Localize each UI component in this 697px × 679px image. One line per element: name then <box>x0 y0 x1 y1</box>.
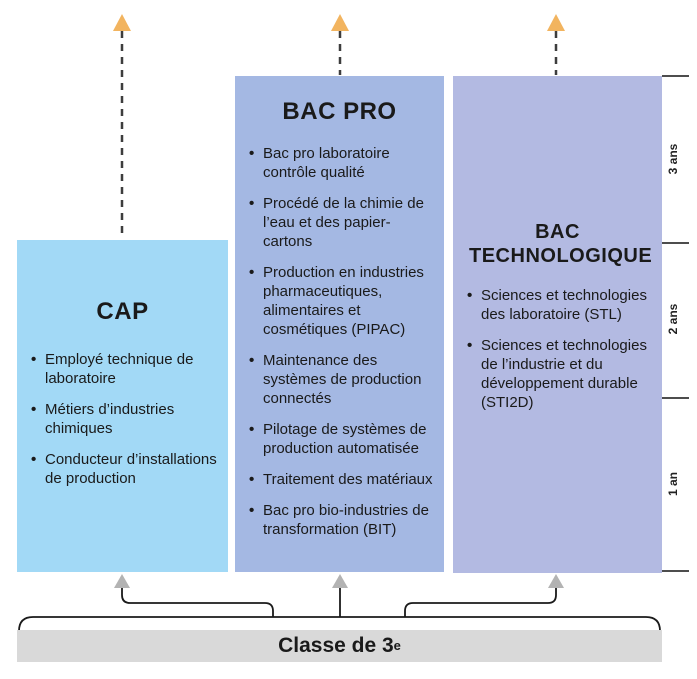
duration-label-3ans: 3 ans <box>666 143 680 175</box>
cap-entry-connector <box>114 574 274 617</box>
duration-label-2ans: 2 ans <box>666 303 680 335</box>
program-item: Production en industries pharmaceutiques… <box>249 263 436 339</box>
program-item: Traitement des matériaux <box>249 470 436 489</box>
entry-arrow-icon <box>548 574 564 588</box>
bactechno-progression-arrow <box>547 14 565 75</box>
connector-line <box>121 586 274 617</box>
bactechno-entry-connector <box>404 574 564 617</box>
bacpro-entry-connector <box>332 574 348 617</box>
entry-arrow-icon <box>114 574 130 588</box>
up-arrow-icon <box>113 14 131 31</box>
program-item: Pilotage de systèmes de production autom… <box>249 420 436 458</box>
cap-box: CAP Employé technique de laboratoire Mét… <box>17 240 228 572</box>
bacpro-progression-arrow <box>331 14 349 75</box>
cap-program-list: Employé technique de laboratoire Métiers… <box>17 350 228 488</box>
bac-pro-title: BAC PRO <box>282 98 397 125</box>
program-item: Bac pro laboratoire contrôle qualité <box>249 144 436 182</box>
program-item: Employé technique de laboratoire <box>31 350 220 388</box>
program-item: Métiers d’industries chimiques <box>31 400 220 438</box>
bac-pro-box: BAC PRO Bac pro laboratoire contrôle qua… <box>235 76 444 572</box>
entry-arrow-icon <box>332 574 348 588</box>
program-item: Maintenance des systèmes de production c… <box>249 351 436 408</box>
connector-line <box>404 586 557 617</box>
bac-techno-title: BAC TECHNOLOGIQUE <box>469 221 653 267</box>
program-item: Conducteur d’installations de production <box>31 450 220 488</box>
bac-techno-box: BAC TECHNOLOGIQUE Sciences et technologi… <box>453 76 662 573</box>
cap-progression-arrow <box>113 14 131 239</box>
up-arrow-icon <box>331 14 349 31</box>
cap-title: CAP <box>96 298 149 325</box>
program-item: Procédé de la chimie de l’eau et des pap… <box>249 194 436 251</box>
program-item: Bac pro bio-industries de transformation… <box>249 501 436 539</box>
bracket-line <box>18 616 661 632</box>
bac-techno-program-list: Sciences et technologies des laboratoire… <box>453 286 662 412</box>
up-arrow-icon <box>547 14 565 31</box>
program-item: Sciences et technologies des laboratoire… <box>467 286 654 324</box>
classe-de-3e-label: Classe de 3 <box>278 634 394 657</box>
program-item: Sciences et technologies de l’industrie … <box>467 336 654 412</box>
duration-label-1an: 1 an <box>666 472 680 497</box>
bac-pro-program-list: Bac pro laboratoire contrôle qualité Pro… <box>235 144 444 539</box>
